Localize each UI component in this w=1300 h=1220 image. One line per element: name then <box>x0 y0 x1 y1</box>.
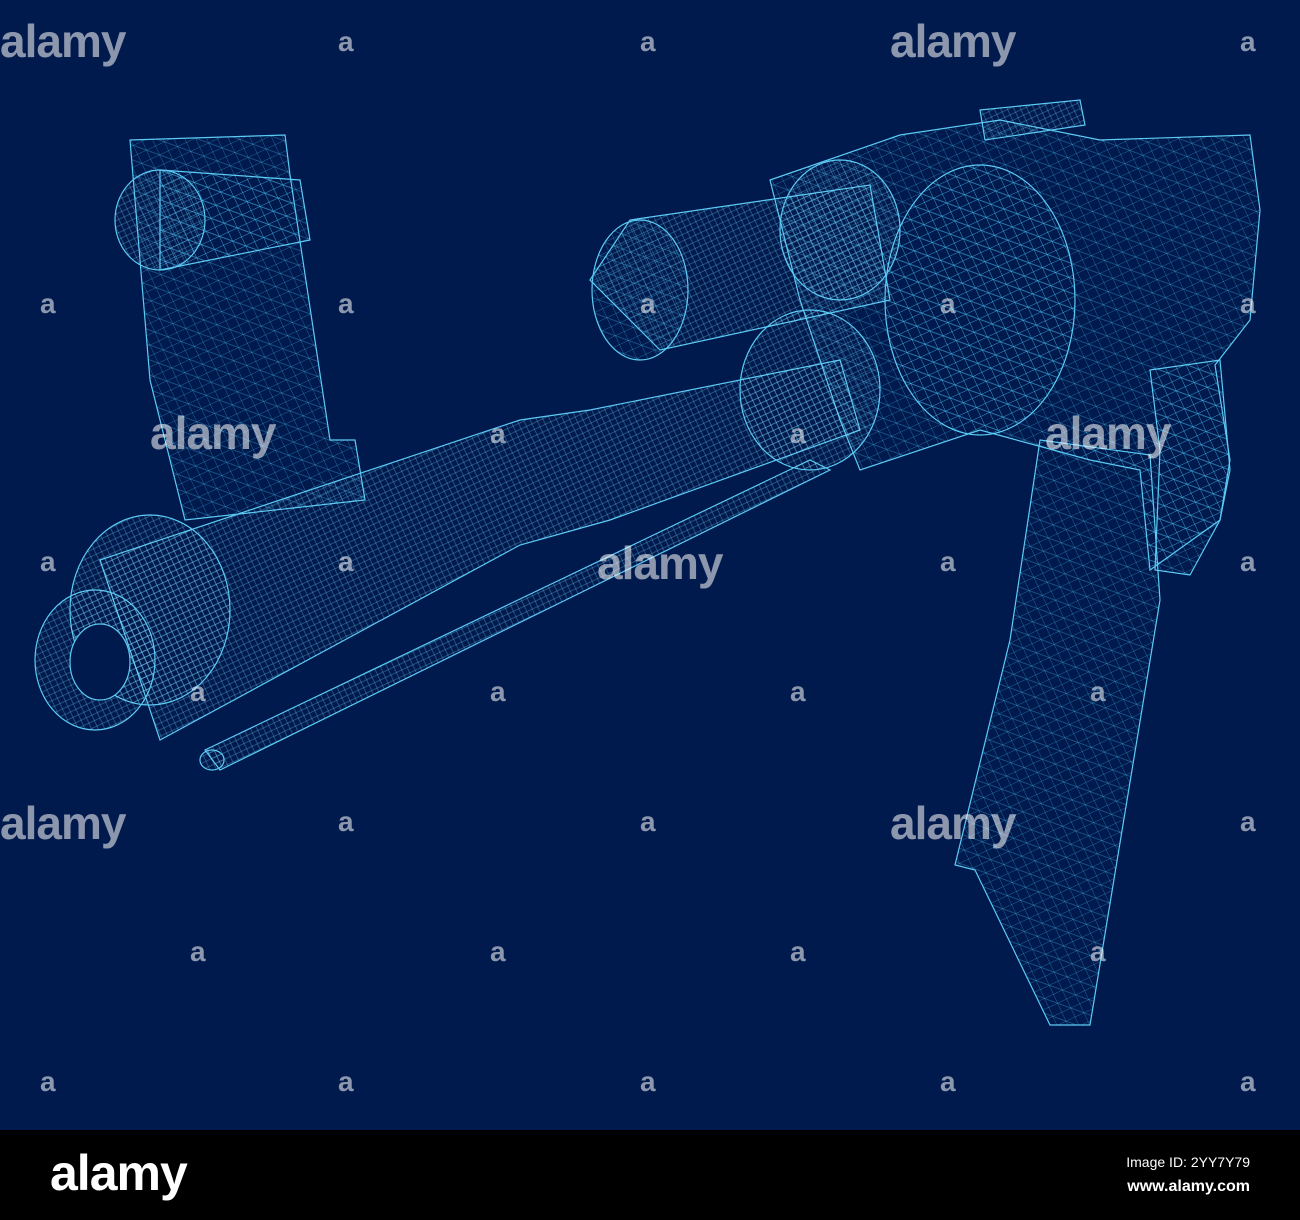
watermark-glyph: a <box>790 418 806 449</box>
watermark-glyph: a <box>338 26 354 57</box>
watermark-glyph: a <box>40 546 56 577</box>
watermark-glyph: a <box>940 1066 956 1097</box>
watermark-glyph: a <box>40 1066 56 1097</box>
watermark-glyph: a <box>490 936 506 967</box>
watermark-glyph: a <box>190 936 206 967</box>
watermark-word: alamy <box>890 15 1016 67</box>
watermark-glyph: a <box>940 546 956 577</box>
watermark-glyph: a <box>640 288 656 319</box>
watermark-glyph: a <box>490 418 506 449</box>
image-id: Image ID: 2YY7Y79 <box>1126 1154 1250 1170</box>
watermark-glyph: a <box>338 546 354 577</box>
watermark-word: alamy <box>0 15 126 67</box>
footer-bar: alamy Image ID: 2YY7Y79 www.alamy.com <box>0 1130 1300 1220</box>
watermark-glyph: a <box>338 288 354 319</box>
watermark-glyph: a <box>338 806 354 837</box>
magazine <box>954 439 1161 1026</box>
watermark-glyph: a <box>1090 676 1106 707</box>
watermark-glyph: a <box>338 1066 354 1097</box>
watermark-glyph: a <box>1090 936 1106 967</box>
watermark-glyph: a <box>640 1066 656 1097</box>
watermark-glyph: a <box>1240 546 1256 577</box>
watermark-glyph: a <box>40 288 56 319</box>
watermark-glyph: a <box>790 936 806 967</box>
pistol-grip <box>1149 359 1231 576</box>
watermark-word: alamy <box>597 537 723 589</box>
watermark-glyph: a <box>1240 288 1256 319</box>
footer-url[interactable]: www.alamy.com <box>1127 1178 1250 1195</box>
watermark-glyph: a <box>190 676 206 707</box>
watermark-glyph: a <box>1240 26 1256 57</box>
watermark-glyph: a <box>640 806 656 837</box>
watermark-glyph: a <box>790 676 806 707</box>
watermark-glyph: a <box>640 26 656 57</box>
watermark-word: alamy <box>890 797 1016 849</box>
footer-logo[interactable]: alamy <box>50 1145 188 1201</box>
wireframe-illustration <box>0 0 1300 1130</box>
rifle-wireframe <box>34 99 1261 1026</box>
watermark-word: alamy <box>0 797 126 849</box>
gas-tube-end <box>591 219 689 361</box>
watermark-word: alamy <box>150 407 276 459</box>
watermark-glyph: a <box>1240 806 1256 837</box>
watermark-glyph: a <box>940 288 956 319</box>
watermark-glyph: a <box>490 676 506 707</box>
image-stage: alamy a a alamy a a a a a a alamy a a al… <box>0 0 1300 1130</box>
muzzle-bore <box>69 623 131 701</box>
watermark-word: alamy <box>1045 407 1171 459</box>
watermark-glyph: a <box>1240 1066 1256 1097</box>
